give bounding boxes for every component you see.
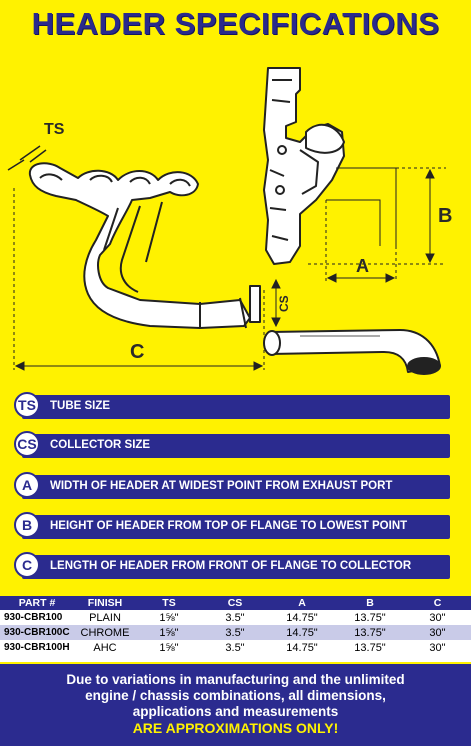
label-cs: CS [277, 295, 291, 312]
cell-finish: AHC [93, 641, 117, 654]
legend-row-cs: CS COLLECTOR SIZE [0, 431, 450, 459]
col-b: B [336, 596, 404, 610]
table-row: 930-CBR100 PLAIN 1⅝" 3.5" 14.75" 13.75" … [0, 610, 471, 625]
legend-text-c: LENGTH OF HEADER FROM FRONT OF FLANGE TO… [50, 560, 412, 572]
disclaimer-line-4: ARE APPROXIMATIONS ONLY! [132, 720, 339, 736]
col-part-number: PART # [0, 596, 74, 610]
col-c: C [404, 596, 471, 610]
table-row: 930-CBR100C CHROME 1⅝" 3.5" 14.75" 13.75… [0, 625, 471, 640]
legend-badge-a: A [14, 472, 40, 498]
legend-bar [22, 434, 450, 458]
dimension-lines [13, 167, 446, 371]
label-ts: TS [44, 121, 65, 138]
title-band: HEADER SPECIFICATIONS [0, 0, 471, 50]
legend-text-ts: TUBE SIZE [50, 400, 111, 412]
dimension-legend: TS TUBE SIZE CS COLLECTOR SIZE A WIDTH O… [0, 388, 471, 593]
legend-bar [22, 555, 450, 579]
legend-text-cs: COLLECTOR SIZE [50, 439, 151, 451]
legend-row-b: B HEIGHT OF HEADER FROM TOP OF FLANGE TO… [0, 512, 450, 540]
disclaimer-footer: Due to variations in manufacturing and t… [0, 664, 471, 746]
col-a: A [268, 596, 336, 610]
cell-finish: PLAIN [89, 611, 121, 624]
dimension-labels: TS B A CS C [44, 121, 452, 363]
cell-a: 14.75" [268, 625, 336, 640]
cell-c: 30" [429, 611, 446, 624]
ts-callout [7, 145, 47, 171]
legend-badge-ts: TS [14, 392, 40, 418]
legend-bar [22, 395, 450, 419]
disclaimer-line-3: applications and measurements [132, 704, 339, 719]
cell-part-number: 930-CBR100C [0, 625, 74, 640]
cell-b: 13.75" [354, 641, 386, 654]
label-b: B [438, 205, 452, 227]
table-header-row: PART # FINISH TS CS A B C [0, 596, 471, 610]
header-tubes-drawing [28, 162, 261, 329]
legend-row-ts: TS TUBE SIZE [0, 392, 450, 420]
legend-badge-b: B [14, 512, 40, 538]
cell-part-number: 930-CBR100 [4, 612, 63, 623]
col-ts: TS [136, 596, 202, 610]
table-row: 930-CBR100H AHC 1⅝" 3.5" 14.75" 13.75" 3… [0, 640, 471, 655]
legend-badge-c: C [14, 552, 40, 578]
cell-a: 14.75" [286, 641, 318, 654]
legend-row-a: A WIDTH OF HEADER AT WIDEST POINT FROM E… [0, 472, 450, 500]
cell-b: 13.75" [354, 611, 386, 624]
header-diagram: TS B A CS C [0, 50, 471, 385]
cell-b: 13.75" [336, 625, 404, 640]
disclaimer-line-1: Due to variations in manufacturing and t… [66, 672, 405, 687]
cell-part-number: 930-CBR100H [4, 642, 70, 653]
legend-bar [22, 475, 450, 499]
cell-c: 30" [429, 641, 446, 654]
legend-bar [22, 515, 450, 539]
legend-row-c: C LENGTH OF HEADER FROM FRONT OF FLANGE … [0, 552, 450, 580]
cell-cs: 3.5" [202, 625, 268, 640]
spec-table-area: PART # FINISH TS CS A B C 930-CBR100 PLA… [0, 596, 471, 662]
disclaimer-line-2: engine / chassis combinations, all dimen… [85, 688, 386, 703]
cell-finish: CHROME [74, 625, 136, 640]
collector-pipe-drawing [263, 329, 441, 375]
cylinder-head-drawing [263, 67, 345, 265]
cell-cs: 3.5" [225, 641, 245, 654]
header-drawing: TS B A CS C [7, 67, 452, 375]
cell-cs: 3.5" [225, 611, 245, 624]
cell-ts: 1⅝" [136, 625, 202, 640]
legend-badge-cs: CS [14, 431, 40, 457]
col-finish: FINISH [74, 596, 136, 610]
cell-ts: 1⅝" [159, 611, 179, 624]
col-cs: CS [202, 596, 268, 610]
cell-c: 30" [404, 625, 471, 640]
cell-a: 14.75" [286, 611, 318, 624]
cell-ts: 1⅝" [159, 641, 179, 654]
page-title: HEADER SPECIFICATIONS [31, 6, 440, 41]
legend-text-a: WIDTH OF HEADER AT WIDEST POINT FROM EXH… [50, 480, 393, 492]
legend-text-b: HEIGHT OF HEADER FROM TOP OF FLANGE TO L… [50, 520, 408, 532]
label-a: A [356, 256, 369, 276]
spec-table: PART # FINISH TS CS A B C 930-CBR100 PLA… [0, 596, 471, 655]
label-c: C [130, 341, 144, 363]
